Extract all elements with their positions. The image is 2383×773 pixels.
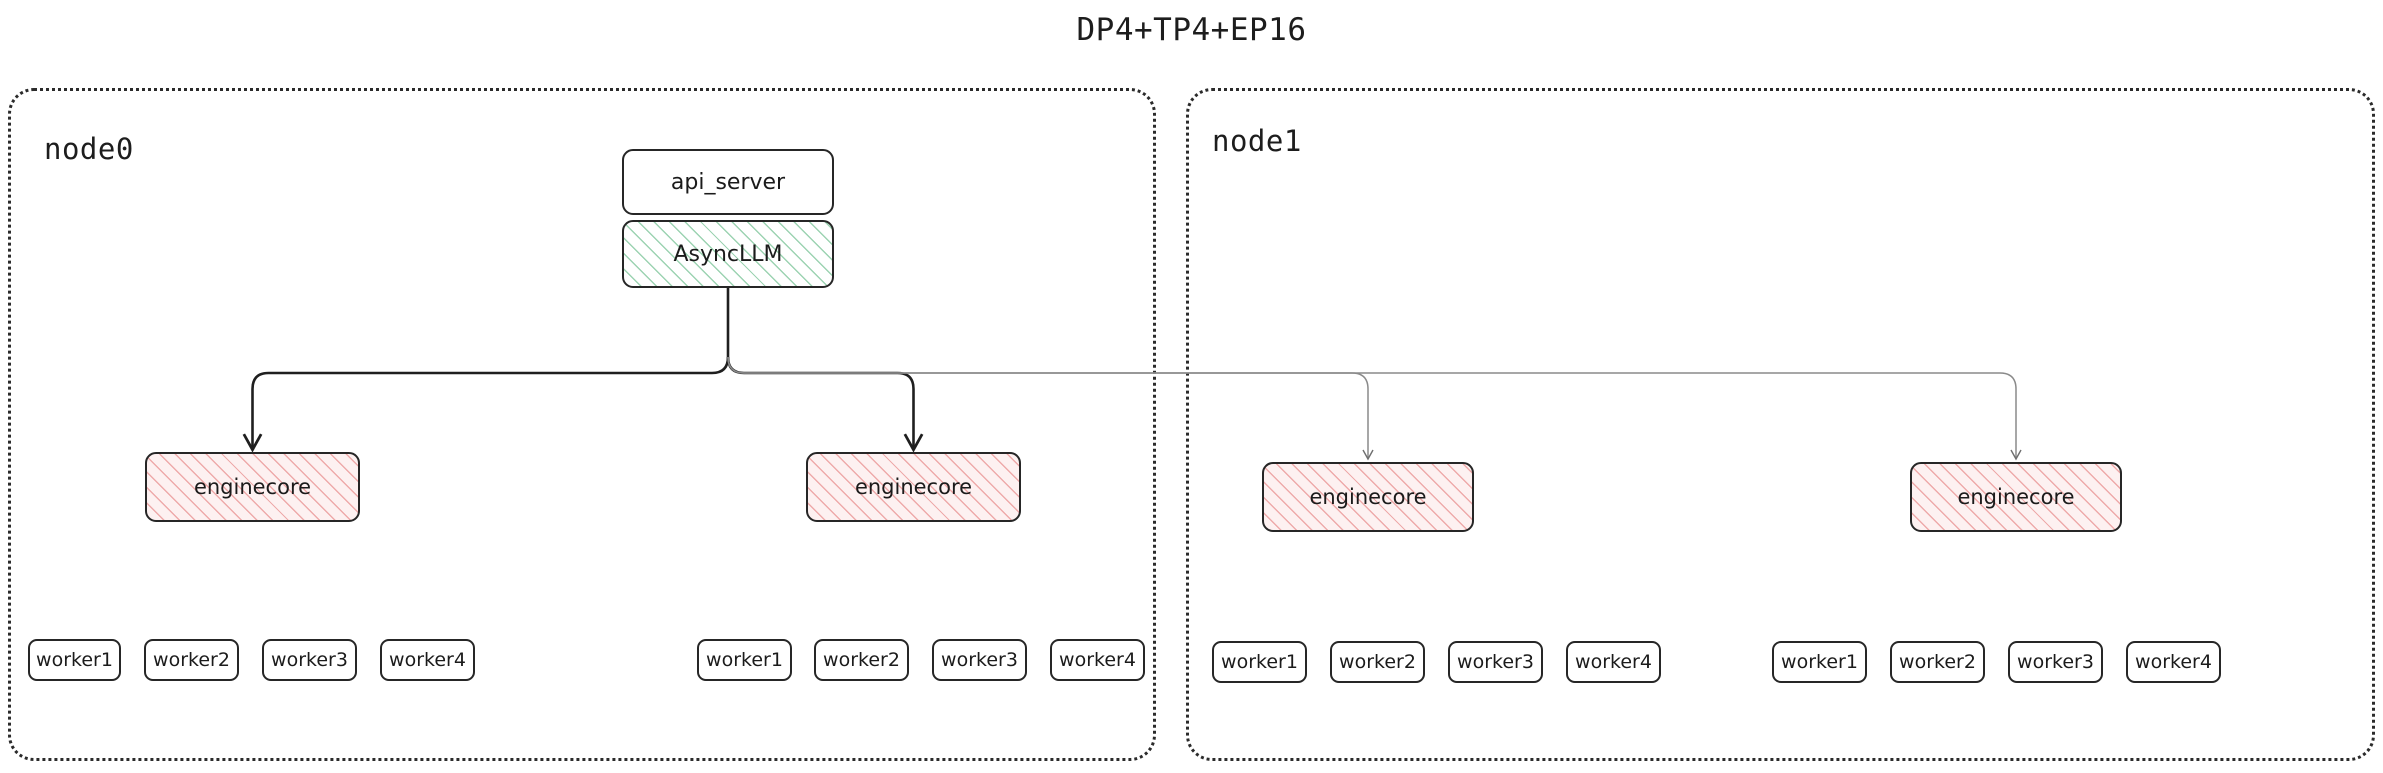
page-title: DP4+TP4+EP16 — [1076, 12, 1307, 48]
node-worker[interactable]: worker1 — [1772, 641, 1867, 683]
node-worker-label: worker4 — [1059, 649, 1136, 671]
node-worker[interactable]: worker1 — [28, 639, 121, 681]
node-worker-label: worker2 — [1339, 651, 1416, 673]
node-worker-label: worker4 — [2135, 651, 2212, 673]
node-worker-label: worker3 — [941, 649, 1018, 671]
node-enginecore-ec3[interactable]: enginecore — [1910, 462, 2122, 532]
node-asyncllm-label: AsyncLLM — [673, 241, 783, 267]
node-worker[interactable]: worker1 — [697, 639, 792, 681]
node-worker-label: worker4 — [1575, 651, 1652, 673]
subgraph-label-node0: node0 — [44, 132, 134, 166]
node-worker[interactable]: worker4 — [380, 639, 475, 681]
node-api-server-label: api_server — [670, 169, 786, 195]
node-worker-label: worker2 — [1899, 651, 1976, 673]
node-worker-label: worker3 — [1457, 651, 1534, 673]
node-worker-label: worker3 — [271, 649, 348, 671]
node-enginecore-ec1-label: enginecore — [854, 475, 973, 499]
node-worker[interactable]: worker3 — [262, 639, 357, 681]
node-worker[interactable]: worker4 — [2126, 641, 2221, 683]
node-enginecore-ec1[interactable]: enginecore — [806, 452, 1021, 522]
node-worker-label: worker1 — [36, 649, 113, 671]
node-worker-label: worker2 — [823, 649, 900, 671]
node-worker-label: worker1 — [1221, 651, 1298, 673]
node-enginecore-ec3-label: enginecore — [1957, 485, 2075, 509]
node-enginecore-ec0-label: enginecore — [193, 475, 312, 499]
node-worker[interactable]: worker4 — [1050, 639, 1145, 681]
node-worker[interactable]: worker3 — [932, 639, 1027, 681]
node-worker-label: worker1 — [706, 649, 783, 671]
node-enginecore-ec0[interactable]: enginecore — [145, 452, 360, 522]
subgraph-label-node1: node1 — [1212, 124, 1302, 158]
node-enginecore-ec2-label: enginecore — [1309, 485, 1427, 509]
node-worker[interactable]: worker3 — [2008, 641, 2103, 683]
node-asyncllm[interactable]: AsyncLLM — [622, 220, 834, 288]
node-worker[interactable]: worker3 — [1448, 641, 1543, 683]
node-worker-label: worker1 — [1781, 651, 1858, 673]
node-enginecore-ec2[interactable]: enginecore — [1262, 462, 1474, 532]
node-worker[interactable]: worker4 — [1566, 641, 1661, 683]
node-worker[interactable]: worker2 — [1890, 641, 1985, 683]
node-worker-label: worker4 — [389, 649, 466, 671]
node-worker[interactable]: worker2 — [814, 639, 909, 681]
node-worker[interactable]: worker2 — [144, 639, 239, 681]
node-worker[interactable]: worker2 — [1330, 641, 1425, 683]
node-api-server[interactable]: api_server — [622, 149, 834, 215]
node-worker-label: worker2 — [153, 649, 230, 671]
node-worker[interactable]: worker1 — [1212, 641, 1307, 683]
node-worker-label: worker3 — [2017, 651, 2094, 673]
